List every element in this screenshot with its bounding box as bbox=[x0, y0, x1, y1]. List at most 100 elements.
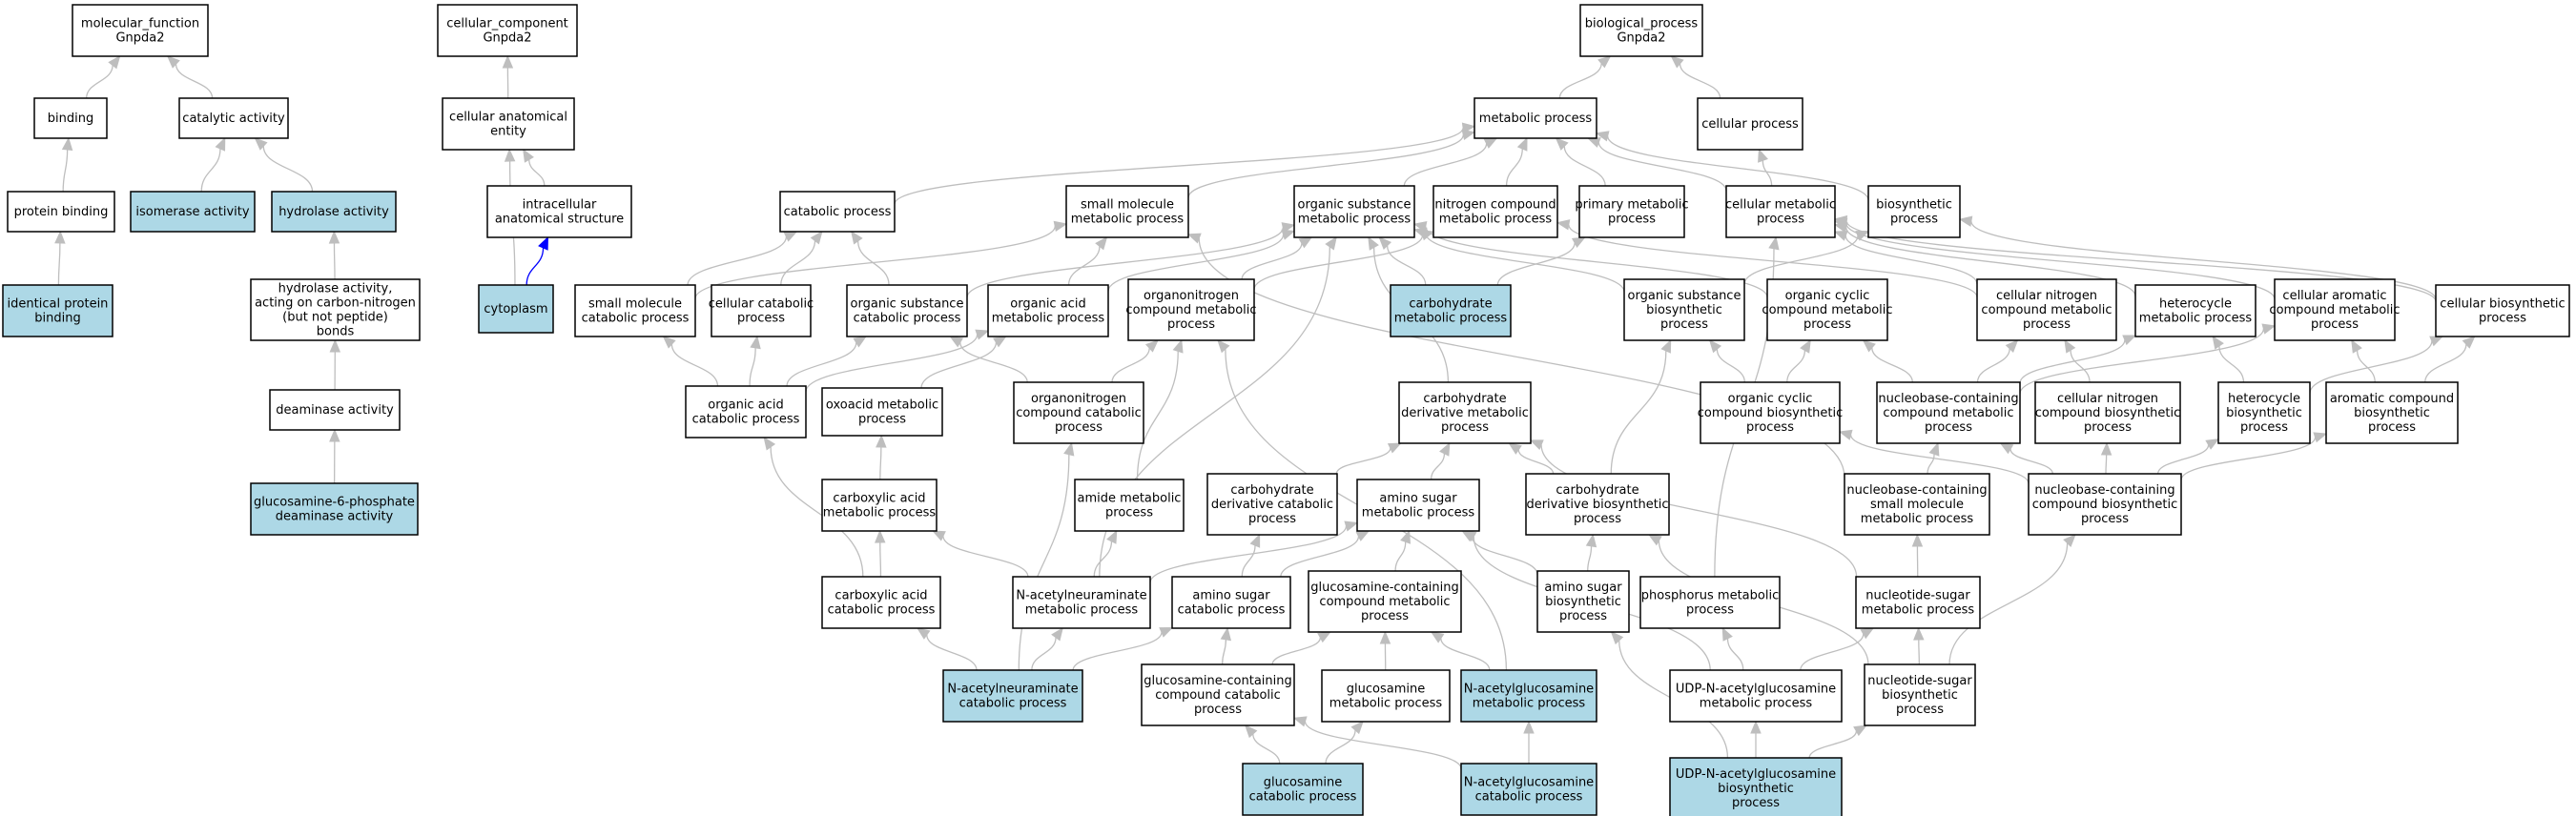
edge-cellcat-to-catab bbox=[780, 230, 823, 286]
term-node-binding[interactable]: binding bbox=[33, 97, 108, 139]
edge-line bbox=[1540, 444, 1858, 578]
edge-neurmet-to-amide bbox=[1093, 529, 1118, 578]
term-box bbox=[1669, 757, 1843, 816]
edge-nucbasebio-to-heterobio bbox=[2157, 438, 2220, 475]
term-box bbox=[1700, 381, 1841, 444]
edge-protbind-to-binding bbox=[61, 136, 73, 193]
term-node-isomerase[interactable]: isomerase activity bbox=[130, 191, 256, 233]
arrowhead bbox=[1508, 442, 1522, 455]
edge-line bbox=[86, 65, 113, 99]
term-label-line: process bbox=[2368, 420, 2416, 435]
term-label-line: process bbox=[2084, 420, 2132, 435]
arrowhead bbox=[763, 436, 776, 451]
edge-isomerase-to-catalytic bbox=[200, 136, 226, 193]
term-node-hydrolase[interactable]: hydrolase activity bbox=[271, 191, 397, 233]
term-label-line: compound metabolic bbox=[1762, 303, 1892, 317]
edge-line bbox=[175, 64, 214, 99]
edge-neurmet-to-carboxmet bbox=[931, 530, 1029, 578]
term-node-catalytic[interactable]: catalytic activity bbox=[178, 97, 289, 139]
term-label-line: process bbox=[1732, 796, 1780, 810]
edge-line bbox=[786, 342, 857, 387]
term-node-cellproc[interactable]: cellular process bbox=[1697, 97, 1803, 151]
arrowhead bbox=[1610, 631, 1624, 645]
edge-nucbasebio-to-orgcyclicbio bbox=[1838, 429, 2030, 484]
term-label-line: metabolic process bbox=[1439, 212, 1553, 226]
term-node-hydrolaseCN[interactable]: hydrolase activity,acting on carbon-nitr… bbox=[250, 278, 421, 341]
term-node-cytoplasm[interactable]: cytoplasm bbox=[478, 284, 554, 334]
term-node-udpbio[interactable]: UDP-N-acetylglucosaminebiosyntheticproce… bbox=[1669, 757, 1843, 816]
term-box bbox=[442, 97, 575, 151]
edge-nucsugbio-to-nucsugmet bbox=[1913, 626, 1925, 665]
term-label-line: biosynthetic bbox=[1545, 595, 1621, 609]
arrowhead bbox=[1186, 233, 1202, 244]
edge-line bbox=[2218, 345, 2245, 383]
term-node-catab[interactable]: catabolic process bbox=[779, 191, 896, 233]
arrowhead bbox=[166, 55, 180, 69]
term-node-deaminase[interactable]: deaminase activity bbox=[269, 389, 401, 431]
term-node-protbind[interactable]: protein binding bbox=[7, 191, 115, 233]
term-label-line: glucosamine bbox=[1347, 682, 1425, 696]
edge-naglucat-to-naglucmet bbox=[1523, 720, 1535, 764]
edge-line bbox=[1558, 63, 1602, 99]
edge-line bbox=[1093, 541, 1113, 578]
term-node-metab[interactable]: metabolic process bbox=[1473, 97, 1597, 139]
edge-line bbox=[1304, 721, 1462, 769]
